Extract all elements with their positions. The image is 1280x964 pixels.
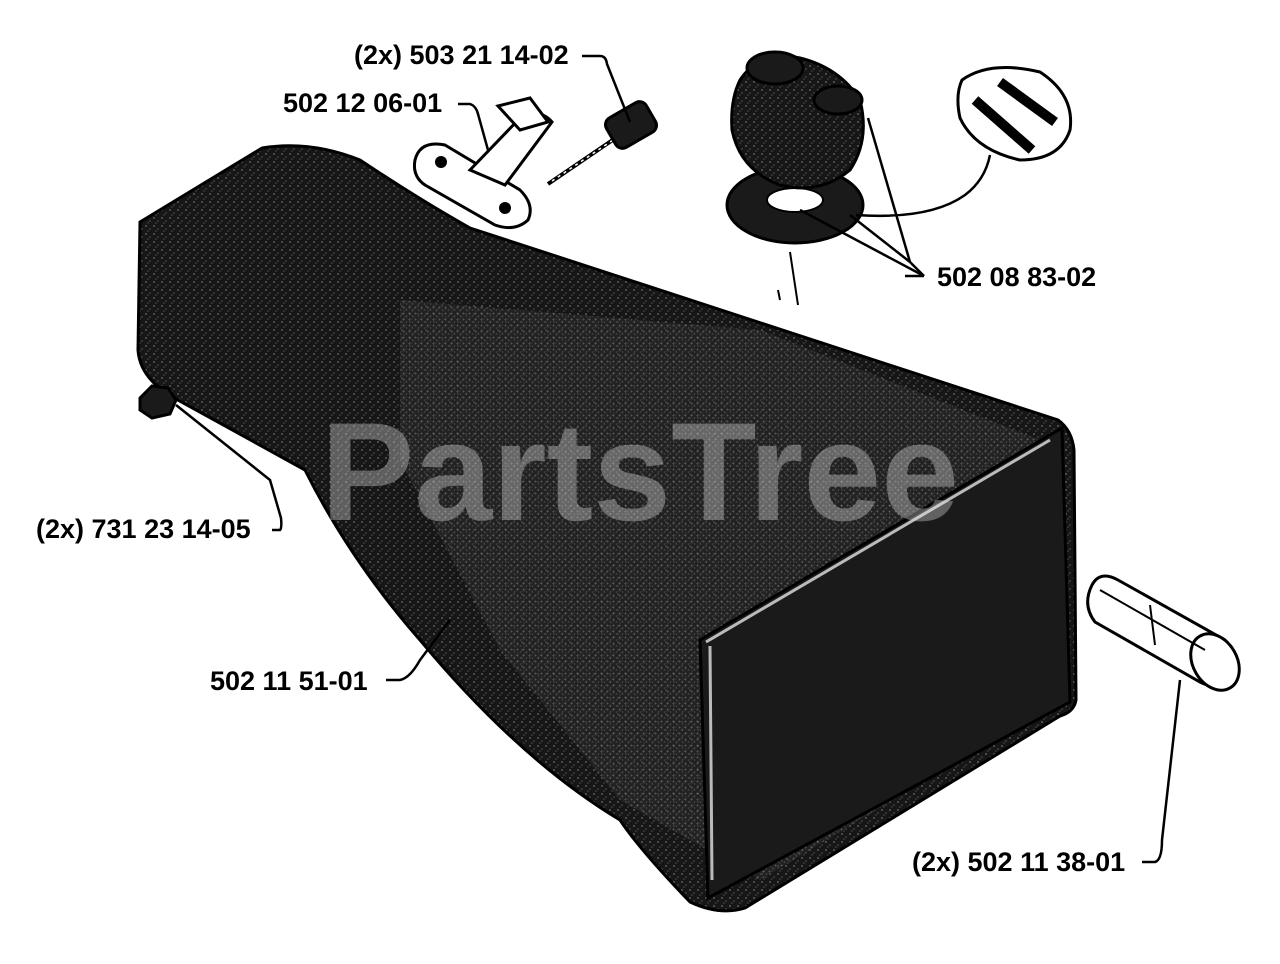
label-fuel-tank: 502 11 51-01 xyxy=(210,666,368,696)
nut xyxy=(138,384,178,420)
label-spacer: (2x) 502 11 38-01 xyxy=(912,847,1125,877)
watermark: PartsTree xyxy=(321,393,959,550)
leader-bracket xyxy=(458,102,490,151)
label-nut: (2x) 731 23 14-05 xyxy=(36,514,251,544)
fuel-tank xyxy=(136,144,1078,913)
leader-tank xyxy=(386,619,451,682)
label-bracket: 502 12 06-01 xyxy=(283,88,442,118)
leader-spacer xyxy=(1142,679,1182,864)
label-screw: (2x) 503 21 14-02 xyxy=(354,40,569,70)
mounting-bracket xyxy=(413,96,554,230)
leader-nut xyxy=(175,404,283,532)
leader-fuel-cap-1 xyxy=(849,214,925,277)
fuel-cap xyxy=(725,50,1073,245)
leader-lines xyxy=(175,54,1182,864)
label-fuel-cap: 502 08 83-02 xyxy=(937,262,1096,292)
leader-fuel-cap-2 xyxy=(866,117,912,263)
screw xyxy=(546,100,658,186)
leader-screw xyxy=(582,54,632,123)
leader-fuel-cap-3 xyxy=(799,208,925,278)
spacer xyxy=(1086,574,1241,692)
